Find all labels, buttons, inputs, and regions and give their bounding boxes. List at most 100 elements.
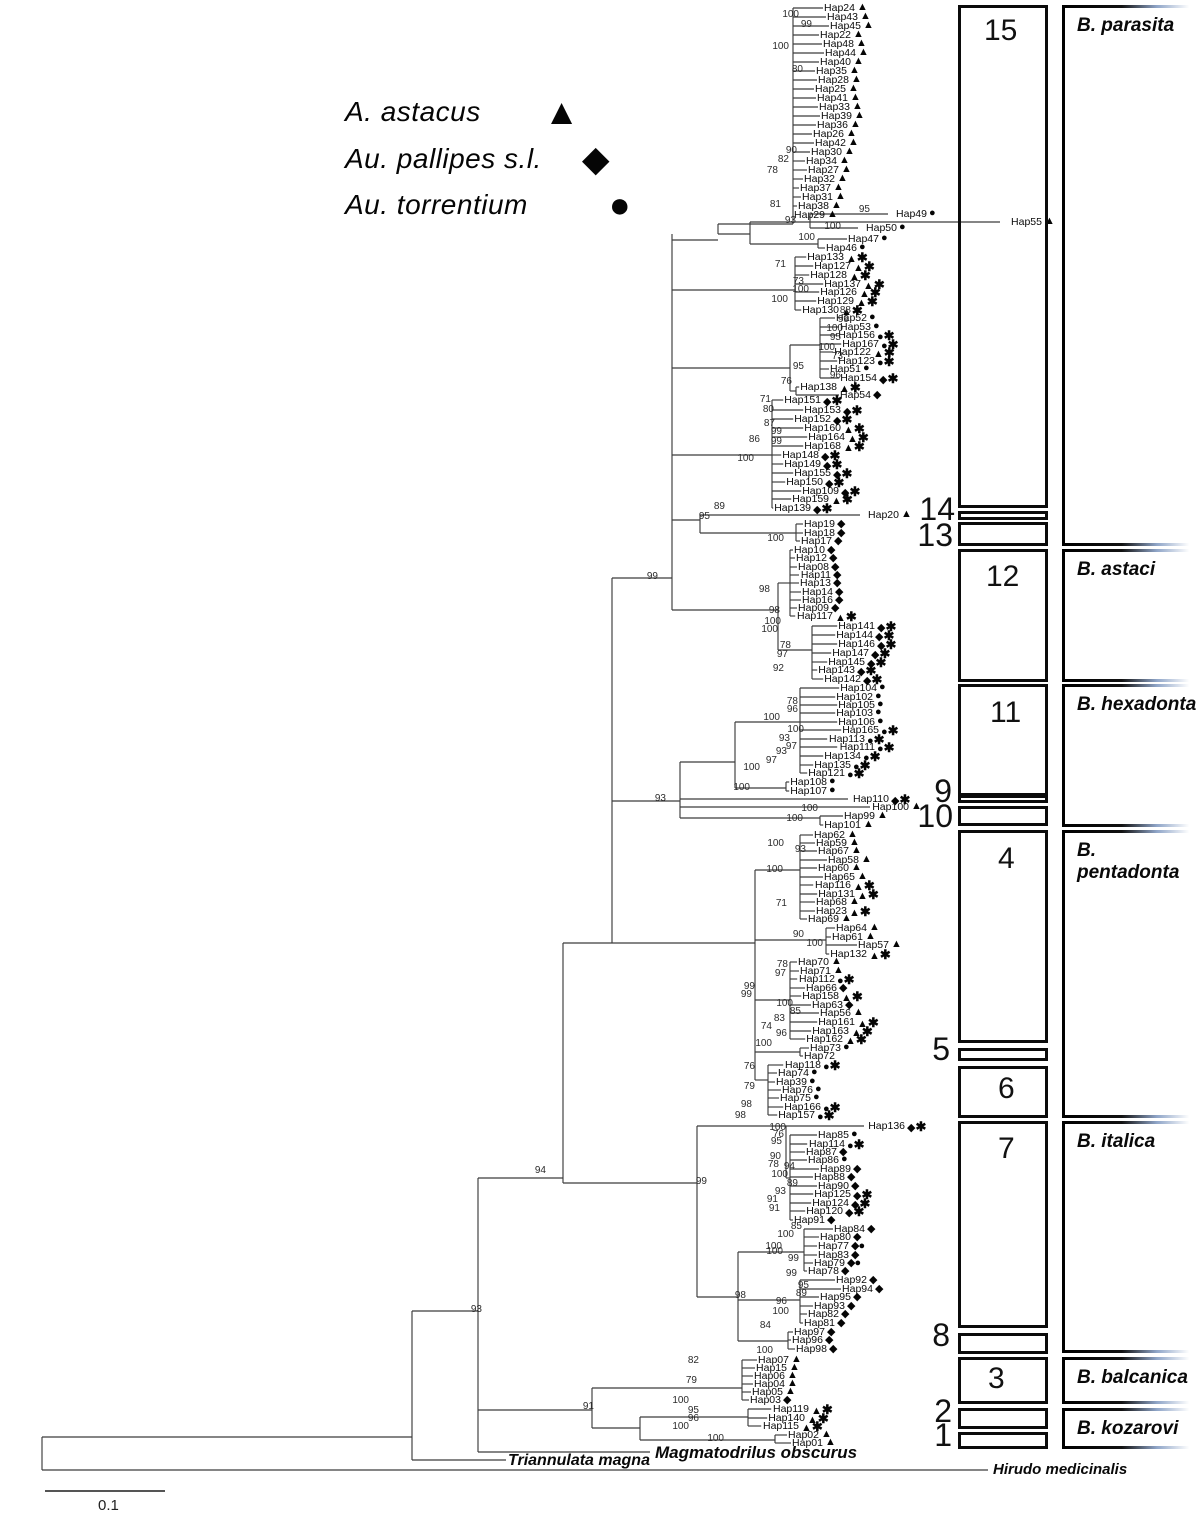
taxon-symbol-t: ▲✱ [869, 947, 891, 962]
mixed-lineage-asterisk: ✱ [869, 285, 881, 300]
bootstrap-value: 95 [687, 1405, 699, 1416]
mixed-lineage-asterisk: ✱ [861, 1187, 873, 1202]
bootstrap-value: 100 [672, 1421, 689, 1432]
tip-label-Hap90: Hap90 [818, 1180, 849, 1192]
taxon-symbol-t: ▲ [846, 127, 857, 139]
taxon-symbol-t: ▲ [850, 118, 861, 130]
tip-label-Hap162: Hap162 [806, 1033, 843, 1045]
taxon-symbol-t: ▲✱ [843, 421, 865, 436]
taxon-symbol-d: ◆ [827, 544, 836, 556]
taxon-symbol-t: ▲ [851, 861, 862, 873]
mixed-lineage-asterisk: ✱ [829, 1058, 841, 1073]
bootstrap-value: 100 [792, 284, 809, 295]
tip-label-Hap153: Hap153 [804, 404, 841, 416]
taxon-symbol-dc: ◆● [847, 1257, 861, 1269]
clade-number-6: 6 [998, 1072, 1015, 1105]
tip-label-Hap132: Hap132 [830, 948, 867, 960]
bootstrap-value: 93 [775, 746, 787, 757]
bootstrap-value: 85 [790, 1221, 802, 1232]
taxon-symbol-c: ● [859, 241, 866, 253]
bootstrap-value: 98 [740, 1099, 752, 1110]
tip-label-Hap80: Hap80 [820, 1231, 851, 1243]
bootstrap-value: 100 [806, 938, 823, 949]
taxon-symbol-t: ▲ [865, 930, 876, 942]
bootstrap-value: 99 [740, 989, 752, 1000]
tip-label-Hap30: Hap30 [811, 146, 842, 158]
taxon-symbol-t: ▲ [785, 1385, 796, 1397]
tip-label-Hap114: Hap114 [808, 1138, 845, 1150]
mixed-lineage-asterisk: ✱ [887, 371, 899, 386]
mixed-lineage-asterisk: ✱ [875, 655, 887, 670]
mixed-lineage-asterisk: ✱ [853, 421, 865, 436]
taxon-symbol-c: ● [881, 232, 888, 244]
taxon-symbol-t: ▲ [852, 100, 863, 112]
taxon-symbol-c: ● [829, 775, 836, 787]
bootstrap-value: 95 [858, 204, 870, 215]
tip-label-Hap154: Hap154 [840, 372, 877, 384]
taxon-symbol-t: ▲ [848, 136, 859, 148]
clade-number-12: 12 [986, 560, 1020, 593]
mixed-lineage-asterisk: ✱ [849, 380, 861, 395]
taxon-symbol-dc: ◆● [851, 1240, 865, 1252]
tip-label-Hap130: Hap130 [802, 304, 839, 316]
taxon-symbol-d: ◆ [831, 561, 840, 573]
bootstrap-value: 79 [685, 1375, 697, 1386]
tip-label-Hap91: Hap91 [794, 1214, 825, 1226]
taxon-symbol-t: ▲ [863, 19, 874, 31]
taxon-symbol-c: ● [829, 784, 836, 796]
tip-label-Hap39: Hap39 [821, 110, 852, 122]
clade-number-7: 7 [998, 1132, 1015, 1165]
taxon-symbol-t: ▲✱ [857, 1015, 879, 1030]
tip-label-Hap116: Hap116 [814, 879, 851, 891]
taxon-symbol-t: ▲✱ [839, 380, 861, 395]
taxon-symbol-t: ▲✱ [801, 1419, 823, 1434]
tip-label-Hap117: Hap117 [796, 610, 833, 622]
bootstrap-value: 73 [792, 276, 804, 287]
tip-label-Hap167: Hap167 [842, 338, 879, 350]
mixed-lineage-asterisk: ✱ [887, 337, 899, 352]
mixed-lineage-asterisk: ✱ [841, 492, 853, 507]
tip-label-Hap36: Hap36 [817, 119, 848, 131]
tip-label-Hap143: Hap143 [818, 664, 855, 676]
taxon-symbol-d: ◆ [833, 577, 842, 589]
bootstrap-value: 80 [762, 404, 774, 415]
mixed-lineage-asterisk: ✱ [871, 672, 883, 687]
taxon-symbol-t: ▲✱ [853, 878, 875, 893]
taxon-symbol-c: ●✱ [877, 740, 895, 755]
tip-label-Hap28: Hap28 [818, 74, 849, 86]
tip-label-Hap86: Hap86 [808, 1154, 839, 1166]
bootstrap-value: 98 [768, 605, 780, 616]
taxon-symbol-t: ▲ [861, 853, 872, 865]
tip-label-Hap85: Hap85 [818, 1129, 849, 1141]
tip-label-Hap115: Hap115 [762, 1420, 799, 1432]
tip-label-Hap144: Hap144 [836, 629, 873, 641]
taxon-symbol-d: ◆ [827, 1214, 836, 1226]
tip-label-Hap34: Hap34 [806, 155, 837, 167]
taxon-symbol-d: ◆ [835, 594, 844, 606]
taxon-symbol-t: ▲ [831, 199, 842, 211]
bootstrap-value: 96 [829, 370, 841, 381]
taxon-symbol-c: ● [851, 1128, 858, 1140]
bootstrap-value: 85 [789, 1006, 801, 1017]
bootstrap-value: 96 [775, 1028, 787, 1039]
species-box-b--balcanica: B. balcanica [1062, 1357, 1200, 1404]
tip-label-Hap112: Hap112 [798, 973, 835, 985]
taxon-symbol-d: ◆ [837, 1317, 846, 1329]
bootstrap-value: 91 [768, 1203, 780, 1214]
bootstrap-value: 100 [765, 1241, 782, 1252]
bootstrap-value: 93 [778, 733, 790, 744]
tip-label-Hap111: Hap111 [839, 741, 875, 753]
clade-box-6 [958, 1066, 1048, 1118]
tip-label-Hap63: Hap63 [812, 999, 843, 1011]
bootstrap-value: 100 [672, 1395, 689, 1406]
bootstrap-value: 76 [743, 1061, 755, 1072]
mixed-lineage-asterisk: ✱ [863, 878, 875, 893]
bootstrap-value: 100 [767, 838, 784, 849]
bootstrap-value: 89 [786, 1178, 798, 1189]
taxon-symbol-t: ▲ [877, 809, 888, 821]
tip-label-Hap62: Hap62 [814, 829, 845, 841]
tip-label-Hap55: Hap55 [1011, 216, 1042, 228]
tip-label-Hap12: Hap12 [796, 552, 827, 564]
taxon-symbol-d: ◆✱ [875, 628, 895, 643]
